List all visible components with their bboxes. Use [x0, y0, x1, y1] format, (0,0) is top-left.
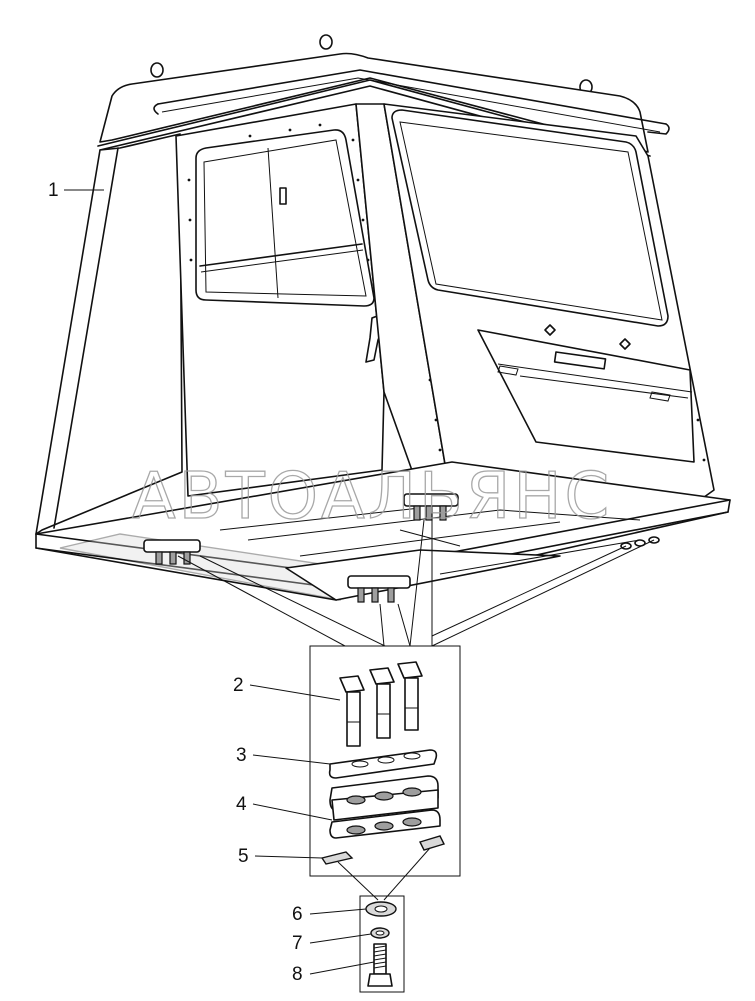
rivets	[187, 123, 706, 462]
part-4-cushions	[329, 775, 441, 839]
svg-text:2: 2	[233, 675, 244, 696]
detail-box-lower	[359, 895, 405, 993]
cab-door	[175, 103, 385, 497]
svg-text:7: 7	[292, 933, 303, 954]
callout-5: 5	[238, 846, 323, 867]
mount-bracket-left	[143, 539, 201, 565]
part-6-washer	[365, 901, 397, 917]
part-8-bolt	[367, 943, 393, 987]
mount-bracket-center	[347, 575, 411, 603]
callout-6: 6	[292, 904, 367, 925]
svg-text:6: 6	[292, 904, 303, 925]
callout-4: 4	[236, 794, 333, 821]
callout-3: 3	[236, 745, 331, 766]
cab-roof	[99, 52, 649, 153]
watermark-text: АВТОАЛЬЯНС	[132, 460, 612, 534]
svg-text:5: 5	[238, 846, 249, 867]
callout-8: 8	[292, 961, 375, 985]
svg-text:8: 8	[292, 964, 303, 985]
part-5-shims	[320, 835, 445, 865]
callout-1: 1	[48, 180, 104, 201]
lifting-eyes	[150, 34, 593, 95]
lower-leader-lines	[337, 847, 431, 901]
part-2-bolts	[339, 661, 423, 747]
part-7-lock-washer	[370, 927, 390, 939]
svg-text:1: 1	[48, 180, 59, 201]
callout-7: 7	[292, 933, 372, 954]
windshield	[391, 109, 669, 327]
cab-assembly	[35, 34, 731, 603]
svg-text:3: 3	[236, 745, 247, 766]
mount-bracket-right	[403, 493, 459, 521]
detail-box-upper	[309, 645, 461, 877]
door-window	[195, 129, 375, 307]
svg-text:4: 4	[236, 794, 247, 815]
callout-2: 2	[233, 675, 341, 701]
rear-mount-holes	[620, 536, 660, 550]
part-3-plate	[328, 749, 438, 779]
detail-leader-lines	[177, 519, 655, 647]
